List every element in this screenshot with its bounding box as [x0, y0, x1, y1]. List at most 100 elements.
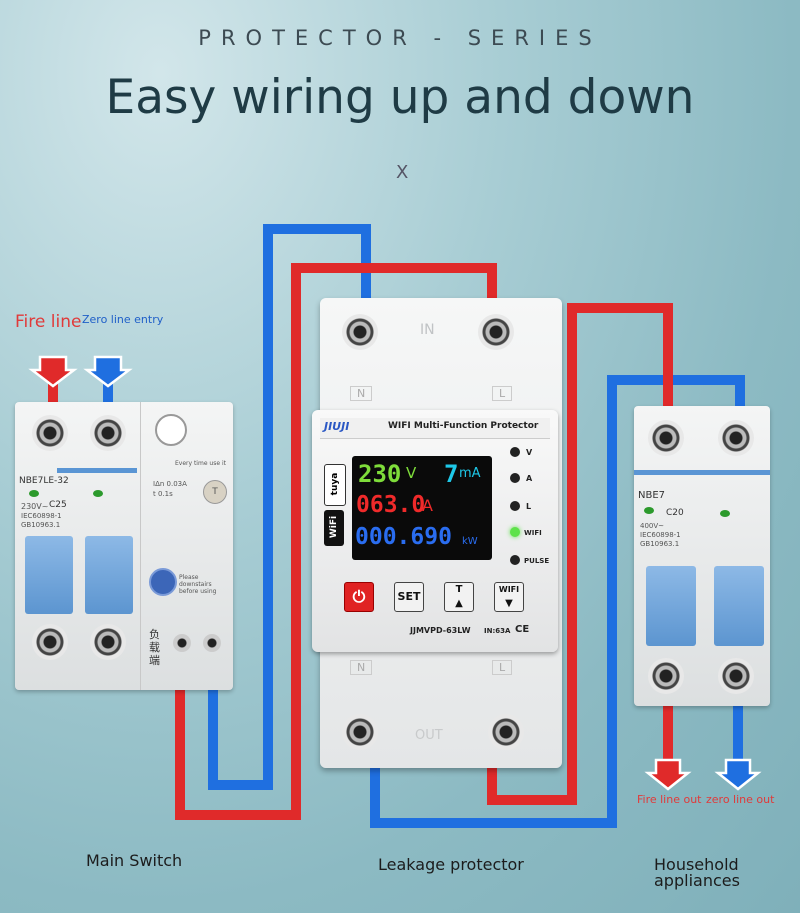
protector-out-screw-l — [488, 714, 524, 750]
zero-wire-protector-to-house — [370, 375, 745, 828]
indicator-l-dot — [510, 501, 520, 511]
tuya-text: tuya — [330, 472, 340, 496]
house-blue-stripe — [634, 470, 770, 475]
fire-wire-protector-to-house — [487, 303, 673, 805]
in-rating: IN:63A — [484, 627, 511, 635]
zero-line-out-label: zero line out — [706, 793, 775, 806]
main-lever-left[interactable] — [25, 536, 73, 614]
series-title: PROTECTOR - SERIES — [198, 26, 602, 50]
zero-wire-main-to-protector — [208, 224, 371, 790]
leak-value: 7 — [444, 460, 459, 488]
indicator-pulse-label: PULSE — [524, 557, 550, 565]
watermark-mark: X — [396, 162, 409, 183]
indicator-l-label: L — [526, 502, 532, 511]
in-terminal-n: N — [350, 386, 373, 401]
time-button-label: T — [455, 584, 463, 595]
house-spec-gb: GB10963.1 — [640, 540, 680, 548]
load-screw-1 — [173, 634, 191, 652]
current-value: 063.0 — [356, 492, 426, 518]
fire-out-arrow — [644, 758, 692, 791]
protector-model: JJMVPD-63LW — [410, 626, 471, 635]
fire-line-label: Fire line — [15, 312, 82, 332]
brand-logo: JIUJI — [324, 420, 350, 433]
fire-wire-main-to-protector — [175, 263, 497, 820]
main-in-screw-2 — [90, 415, 126, 451]
leak-unit: mA — [459, 466, 481, 481]
house-spec-std: IEC60898-1 — [640, 531, 681, 539]
main-blue-stripe — [57, 468, 137, 473]
indicator-a-dot — [510, 473, 520, 483]
house-green-led-2 — [720, 510, 730, 517]
house-in-screw-1 — [648, 420, 684, 456]
zero-out-arrow — [714, 758, 762, 791]
household-switch-device: NBE7 C20 400V~ IEC60898-1 GB10963.1 — [634, 406, 770, 706]
time-button[interactable]: T▲ — [444, 582, 474, 612]
main-green-led-1 — [29, 490, 39, 497]
time-spec: t 0.1s — [153, 490, 173, 498]
wifi-button[interactable]: WIFI ▼ — [494, 582, 524, 612]
lcd-display: 230 V 7 mA 063.0 A 000.690 kW — [352, 456, 492, 560]
out-terminal-n: N — [350, 660, 373, 675]
headline: Easy wiring up and down — [105, 70, 695, 125]
reset-button[interactable] — [149, 568, 177, 596]
load-end-label: 负载端 — [149, 628, 160, 667]
tuya-badge: tuya — [324, 464, 346, 506]
house-spec-voltage: 400V~ — [640, 522, 665, 530]
main-out-screw-2 — [90, 624, 126, 660]
fire-line-out-label: Fire line out — [637, 793, 702, 806]
indicator-wifi-dot — [510, 527, 520, 537]
house-out-screw-2 — [718, 658, 754, 694]
ce-mark: CE — [515, 624, 530, 635]
house-in-screw-2 — [718, 420, 754, 456]
protector-in-screw-l — [478, 314, 514, 350]
main-rating: C25 — [49, 500, 67, 510]
protector-title: WIFI Multi-Function Protector — [388, 421, 539, 431]
protector-out-screw-n — [342, 714, 378, 750]
out-terminal-l: L — [492, 660, 513, 675]
house-out-screw-1 — [648, 658, 684, 694]
main-in-screw-1 — [32, 415, 68, 451]
indicator-v-label: V — [526, 448, 533, 457]
zero-entry-arrow — [83, 355, 133, 388]
main-spec-gb: GB10963.1 — [21, 521, 61, 529]
up-triangle-icon: ▲ — [455, 598, 463, 609]
set-button[interactable]: SET — [394, 582, 424, 612]
power-button[interactable]: ⏻ — [344, 582, 374, 612]
caption-main-switch: Main Switch — [86, 851, 183, 870]
house-rating: C20 — [666, 508, 684, 518]
house-green-led-1 — [644, 507, 654, 514]
power-value: 000.690 — [355, 524, 452, 550]
main-lever-right[interactable] — [85, 536, 133, 614]
reset-note: Please downstairs before using — [179, 574, 217, 595]
panel-header — [320, 418, 550, 439]
wifi-button-label: WIFI — [498, 585, 520, 594]
house-lever-right[interactable] — [714, 566, 764, 646]
indicator-wifi-label: WIFI — [524, 529, 542, 537]
test-note: Every time use it — [175, 460, 226, 467]
main-out-screw-1 — [32, 624, 68, 660]
main-green-led-2 — [93, 490, 103, 497]
protector-front-panel: JIUJI WIFI Multi-Function Protector tuya… — [312, 410, 558, 652]
in-label: IN — [420, 322, 435, 338]
indicator-a-label: A — [526, 474, 533, 483]
fire-entry-arrow — [28, 355, 78, 388]
house-model: NBE7 — [638, 490, 666, 501]
current-unit: A — [422, 496, 433, 515]
down-triangle-icon: ▼ — [505, 598, 513, 609]
protector-in-screw-n — [342, 314, 378, 350]
out-label: OUT — [415, 728, 443, 743]
zero-line-entry-label: Zero line entry — [82, 313, 164, 326]
house-lever-left[interactable] — [646, 566, 696, 646]
wifi-badge-text: WiFi — [329, 515, 339, 539]
power-unit: kW — [462, 536, 478, 547]
test-window — [155, 414, 187, 446]
caption-leakage-protector: Leakage protector — [378, 855, 524, 874]
main-spec-std: IEC60898-1 — [21, 512, 62, 520]
voltage-value: 230 — [358, 460, 402, 488]
indicator-v-dot — [510, 447, 520, 457]
caption-household: Household appliances — [654, 855, 740, 890]
main-switch-body — [15, 402, 141, 690]
in-terminal-l: L — [492, 386, 513, 401]
test-button[interactable]: T — [203, 480, 227, 504]
